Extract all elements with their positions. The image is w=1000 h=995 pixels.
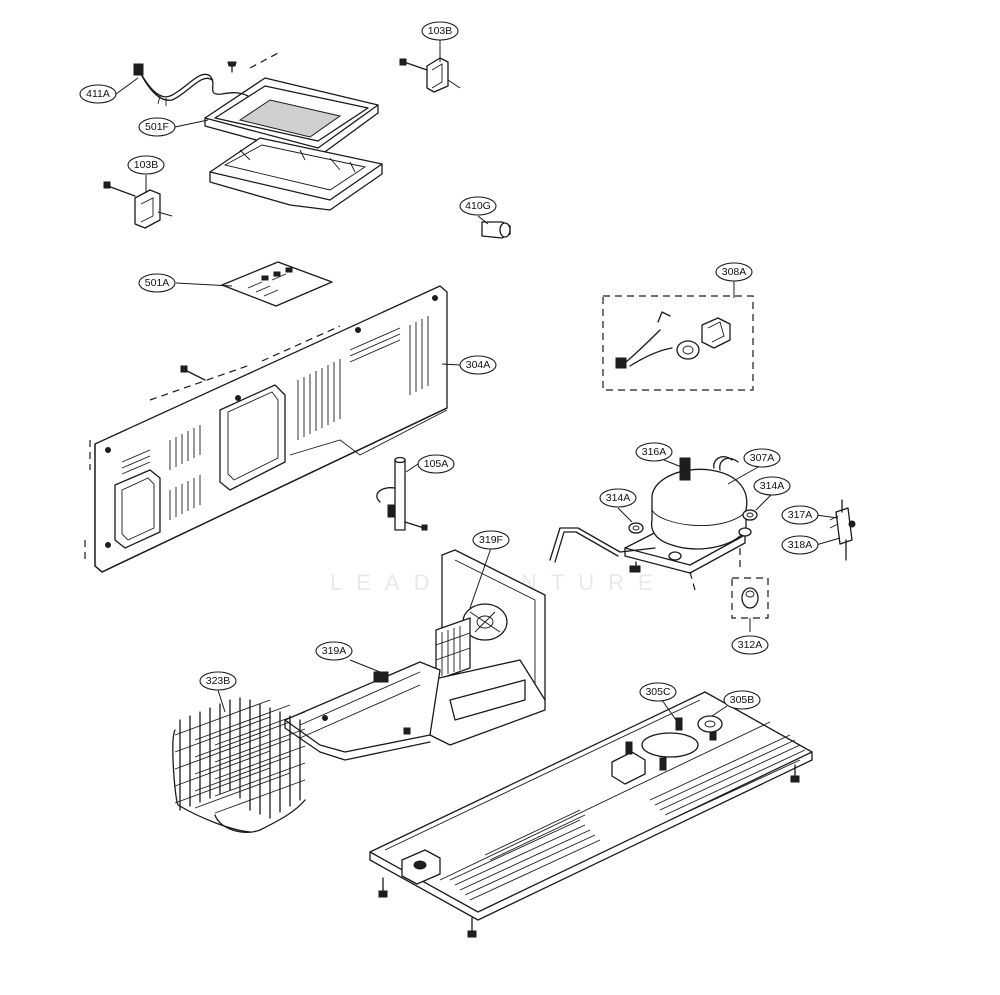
callout-307A: 307A (743, 448, 781, 468)
svg-text:103B: 103B (134, 159, 159, 171)
callout-319A: 319A (315, 641, 353, 661)
callout-501F: 501F (138, 117, 176, 137)
callout-305C: 305C (639, 682, 677, 702)
callout-316A: 316A (635, 442, 673, 462)
svg-text:316A: 316A (642, 446, 667, 458)
callout-314A-left: 314A (599, 488, 637, 508)
svg-text:501F: 501F (145, 121, 169, 133)
control-panel-cover-part (204, 51, 383, 211)
svg-text:105A: 105A (424, 458, 449, 470)
callout-304A: 304A (459, 355, 497, 375)
svg-text:314A: 314A (606, 492, 631, 504)
bracket-part-top (399, 57, 449, 93)
relay-harness-part (602, 295, 754, 391)
svg-text:410G: 410G (465, 200, 491, 212)
callout-103B-left: 103B (127, 155, 165, 175)
lamp-part (481, 221, 511, 239)
svg-text:305C: 305C (645, 686, 671, 698)
bracket-part-left (103, 181, 161, 229)
svg-text:305B: 305B (730, 694, 755, 706)
callout-312A: 312A (731, 635, 769, 655)
callout-411A: 411A (79, 84, 117, 104)
base-plate-part (369, 691, 813, 938)
condenser-coil-part (172, 697, 306, 833)
svg-text:411A: 411A (86, 88, 110, 100)
svg-text:501A: 501A (145, 277, 170, 289)
valve-part (829, 499, 856, 561)
svg-text:319F: 319F (479, 534, 503, 546)
evaporator-housing-part (284, 549, 546, 761)
callout-103B-top: 103B (421, 21, 459, 41)
compressor-part (549, 456, 758, 591)
leader-lines (115, 40, 841, 721)
svg-text:318A: 318A (788, 539, 813, 551)
callout-labels: 411A 501F 103B 103B 410G 501A 304A 308A (79, 21, 819, 710)
drain-tube-part (376, 456, 428, 531)
callout-314A-right: 314A (753, 476, 791, 496)
svg-text:317A: 317A (788, 509, 813, 521)
svg-text:304A: 304A (466, 359, 491, 371)
callout-317A: 317A (781, 505, 819, 525)
callout-308A: 308A (715, 262, 753, 282)
callout-305B: 305B (723, 690, 761, 710)
callout-318A: 318A (781, 535, 819, 555)
svg-text:319A: 319A (322, 645, 347, 657)
svg-text:314A: 314A (760, 480, 785, 492)
callout-410G: 410G (459, 196, 497, 216)
svg-text:323B: 323B (206, 675, 231, 687)
svg-text:307A: 307A (750, 452, 775, 464)
rear-panel-part (84, 285, 448, 573)
svg-text:103B: 103B (428, 25, 453, 37)
callout-323B: 323B (199, 671, 237, 691)
pcb-board-part (221, 261, 333, 307)
svg-text:312A: 312A (738, 639, 763, 651)
cord-harness-part (133, 63, 249, 106)
screw-part (227, 61, 237, 73)
callout-319F: 319F (472, 530, 510, 550)
callout-105A: 105A (417, 454, 455, 474)
svg-text:308A: 308A (722, 266, 747, 278)
callout-501A: 501A (138, 273, 176, 293)
grommet-part (731, 577, 769, 619)
